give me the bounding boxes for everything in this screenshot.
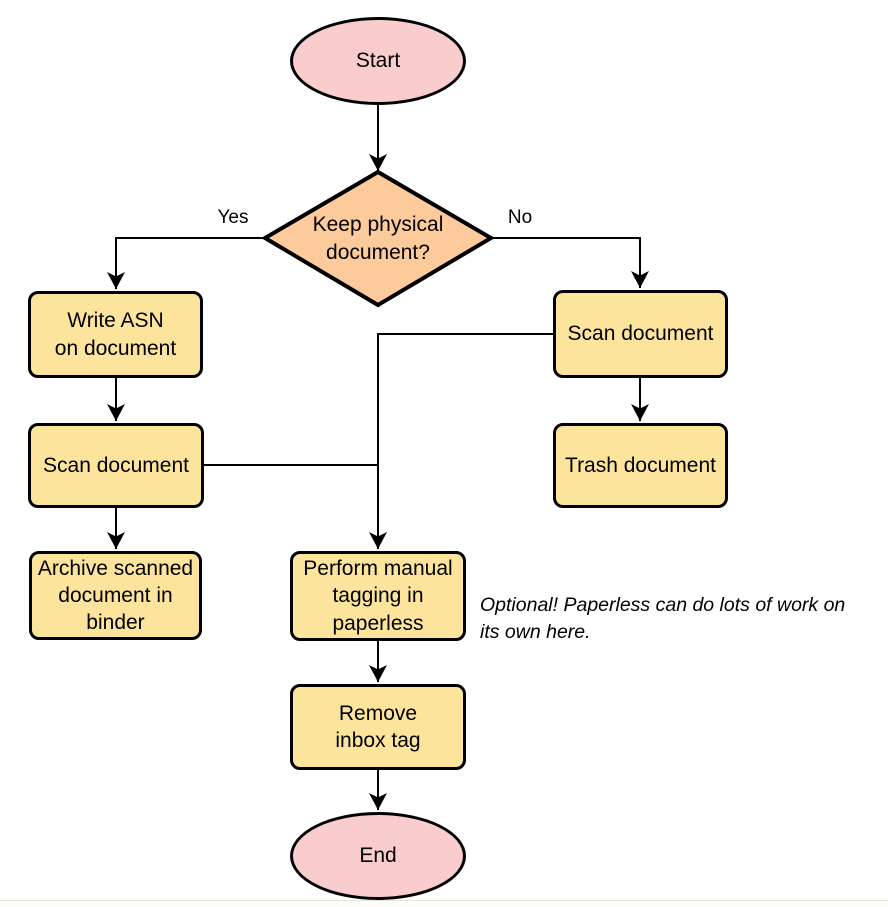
node-decision: Keep physical document? [278, 172, 478, 305]
edge-label-no: No [507, 207, 533, 228]
node-scan-document-right-label: Scan document [567, 322, 714, 346]
edge-decision-yes-to-write-asn [107, 237, 265, 289]
node-scan-document-left: Scan document [28, 423, 204, 508]
node-remove-inbox-tag-label: Remove inbox tag [335, 701, 421, 752]
node-scan-document-right: Scan document [553, 290, 728, 378]
decision-diamond-shape [261, 169, 495, 308]
edge-scan-right-to-tagging [369, 333, 553, 549]
node-end: End [290, 812, 466, 900]
node-archive-document-label: Archive scanned document in binder [37, 556, 194, 635]
node-write-asn-label: Write ASN on document [54, 309, 177, 360]
node-end-label: End [359, 844, 397, 868]
node-trash-document-label: Trash document [565, 453, 716, 477]
node-scan-document-left-label: Scan document [43, 453, 189, 477]
node-remove-inbox-tag: Remove inbox tag [290, 684, 466, 770]
node-decision-label: Keep physical document? [312, 213, 444, 264]
node-manual-tagging-label: Perform manual tagging in paperless [303, 557, 453, 635]
node-manual-tagging: Perform manual tagging in paperless [290, 551, 466, 641]
optional-note: Optional! Paperless can do lots of work … [480, 594, 846, 643]
node-write-asn: Write ASN on document [28, 291, 203, 378]
page-bottom-divider [0, 900, 888, 907]
node-start-label: Start [355, 49, 401, 73]
node-archive-document: Archive scanned document in binder [29, 551, 202, 640]
node-trash-document: Trash document [553, 423, 728, 508]
edge-label-yes: Yes [217, 207, 249, 228]
node-start: Start [290, 17, 466, 105]
edge-decision-no-to-scan-right [491, 237, 649, 288]
